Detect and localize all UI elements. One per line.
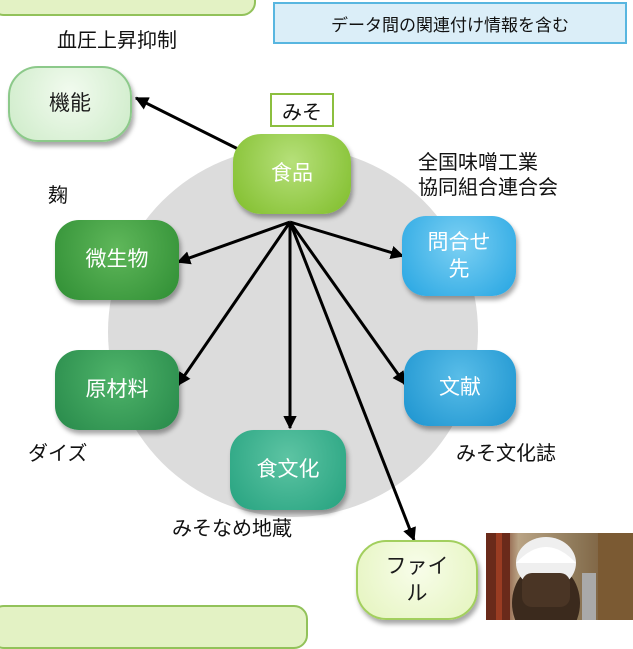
node-microbe[interactable]: 微生物 bbox=[55, 220, 179, 300]
node-contact-label-line1: 問合せ bbox=[427, 229, 491, 254]
node-file-label-line2: ル bbox=[406, 581, 428, 605]
arrow-to-contact bbox=[289, 220, 405, 259]
contact-example-label: 全国味噌工業 協同組合連合会 bbox=[418, 150, 558, 200]
node-food-culture-label: 食文化 bbox=[256, 457, 320, 482]
material-example-label: ダイズ bbox=[28, 441, 88, 465]
node-file-label-line1: ファイ bbox=[385, 553, 449, 578]
contact-example-line2: 協同組合連合会 bbox=[418, 175, 558, 199]
node-function-label: 機能 bbox=[49, 91, 91, 116]
arrow-to-literature bbox=[288, 221, 407, 386]
arrow-to-material bbox=[176, 221, 292, 387]
node-function[interactable]: 機能 bbox=[8, 66, 132, 142]
node-material-label: 原材料 bbox=[85, 377, 149, 402]
arrow-to-function bbox=[134, 96, 251, 157]
node-file[interactable]: ファイ ル bbox=[356, 540, 478, 620]
node-literature[interactable]: 文献 bbox=[404, 350, 516, 426]
literature-example-label: みそ文化誌 bbox=[456, 441, 556, 465]
food-example-text: みそ bbox=[282, 99, 322, 124]
arrow-to-file bbox=[288, 221, 416, 542]
statue-illustration bbox=[486, 533, 633, 620]
food-example-label: みそ bbox=[270, 93, 334, 127]
node-contact-label-line2: 先 bbox=[448, 257, 470, 281]
node-food[interactable]: 食品 bbox=[233, 134, 351, 214]
node-food-culture[interactable]: 食文化 bbox=[230, 430, 346, 510]
function-example-label: 血圧上昇抑制 bbox=[57, 28, 177, 52]
arrow-to-microbe bbox=[176, 220, 291, 265]
node-literature-label: 文献 bbox=[439, 375, 481, 400]
callout-text: データ間の関連付け情報を含む bbox=[331, 15, 569, 36]
culture-example-label: みそなめ地蔵 bbox=[172, 516, 292, 540]
arrow-layer bbox=[134, 96, 416, 542]
node-material[interactable]: 原材料 bbox=[55, 350, 179, 430]
node-contact[interactable]: 問合せ 先 bbox=[402, 216, 516, 296]
contact-example-line1: 全国味噌工業 bbox=[418, 150, 538, 174]
node-food-label: 食品 bbox=[271, 161, 313, 186]
callout-box: データ間の関連付け情報を含む bbox=[273, 2, 627, 44]
node-microbe-label: 微生物 bbox=[85, 247, 149, 272]
microbe-example-label: 麹 bbox=[48, 183, 68, 207]
miso-jizo-photo bbox=[486, 533, 633, 620]
